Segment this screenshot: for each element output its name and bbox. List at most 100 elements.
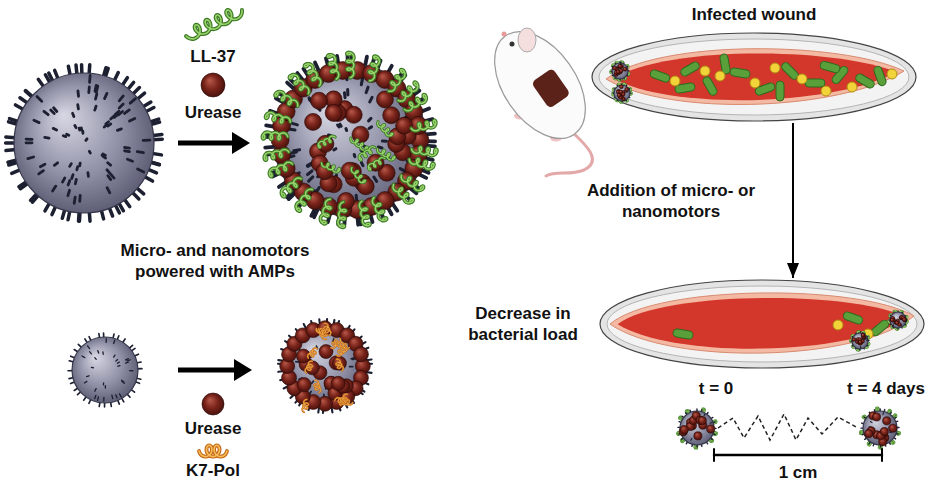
surface-spike bbox=[40, 164, 45, 166]
sphere-body bbox=[863, 411, 897, 445]
mouse-body bbox=[476, 15, 604, 155]
urease-enzyme bbox=[297, 378, 311, 392]
k7pol-polymer-highlight bbox=[316, 328, 328, 336]
ll37-peptide-highlight bbox=[389, 70, 405, 92]
surface-spike bbox=[37, 96, 42, 101]
urease-enzyme bbox=[625, 88, 629, 92]
surface-spike bbox=[88, 75, 91, 82]
ll37-peptide-highlight bbox=[351, 138, 368, 150]
surface-spike bbox=[78, 195, 81, 201]
sphere-body bbox=[612, 63, 628, 79]
ll37-icon bbox=[186, 10, 242, 39]
surface-spike bbox=[67, 134, 69, 135]
ll37-peptide bbox=[347, 52, 354, 77]
surface-spike bbox=[39, 171, 44, 174]
surface-spike bbox=[312, 381, 314, 383]
urease-enzyme bbox=[865, 430, 873, 438]
ll37-peptide-highlight bbox=[377, 149, 394, 160]
surface-spike bbox=[87, 375, 89, 377]
ll37-peptide-highlight bbox=[264, 149, 289, 160]
dish-figure bbox=[590, 31, 918, 123]
dish-figure bbox=[598, 278, 926, 370]
mouse-eye bbox=[510, 42, 515, 47]
ll37-peptide-highlight bbox=[369, 56, 379, 81]
surface-spike bbox=[366, 87, 368, 92]
surface-spike bbox=[116, 395, 117, 398]
urease-enzyme bbox=[880, 428, 888, 436]
mouse-tail bbox=[546, 132, 593, 176]
surface-spike bbox=[290, 152, 296, 153]
surface-spike bbox=[369, 127, 372, 129]
rod-bacterium bbox=[805, 79, 825, 87]
surface-spike bbox=[130, 119, 135, 122]
mini-nanomotor bbox=[612, 83, 632, 103]
wound-bed bbox=[618, 298, 907, 349]
k7pol-polymer bbox=[316, 328, 328, 336]
k7pol-polymer-highlight bbox=[199, 445, 227, 456]
coccus-bacterium bbox=[833, 320, 843, 330]
ll37-peptide bbox=[296, 189, 312, 211]
ll37-peptide-highlight bbox=[281, 178, 301, 197]
ll37-peptide-highlight bbox=[320, 199, 331, 224]
urease-enzyme bbox=[319, 345, 333, 359]
surface-spike bbox=[97, 351, 99, 353]
urease-enzyme bbox=[858, 340, 862, 344]
sphere-body bbox=[14, 73, 154, 213]
urease-enzyme bbox=[316, 163, 333, 180]
nanomotor-core bbox=[678, 409, 716, 447]
surface-spike bbox=[45, 136, 49, 139]
ll37-peptide bbox=[393, 185, 413, 203]
surface-spike bbox=[28, 157, 34, 159]
coccus-bacterium bbox=[770, 63, 780, 73]
mini-nanomotor bbox=[850, 331, 870, 351]
label-anchor: Urease bbox=[185, 418, 242, 439]
nanomotor-core bbox=[6, 65, 163, 222]
label-anchor: t = 0 bbox=[699, 378, 734, 399]
coccus-bacterium bbox=[887, 69, 897, 79]
figure-label: K7-Pol bbox=[186, 460, 240, 481]
surface-spike bbox=[130, 370, 133, 371]
surface-spike bbox=[91, 367, 93, 369]
urease-enzyme bbox=[694, 432, 702, 440]
ll37-peptide bbox=[409, 159, 434, 169]
ll37-peptide bbox=[289, 75, 309, 94]
urease-enzyme bbox=[858, 341, 862, 345]
dish-rim bbox=[592, 33, 916, 121]
surface-spike bbox=[102, 352, 104, 354]
urease-enzyme bbox=[332, 356, 346, 370]
ll37-peptide-highlight bbox=[368, 158, 385, 170]
k7pol-polymer-highlight bbox=[305, 361, 312, 373]
urease-enzyme bbox=[202, 393, 224, 415]
coccus-bacterium bbox=[715, 71, 725, 81]
sphere-body bbox=[283, 324, 367, 408]
ll37-peptide bbox=[304, 64, 320, 86]
rod-bacterium bbox=[873, 65, 887, 87]
wound-bed bbox=[613, 53, 896, 100]
urease-enzyme bbox=[852, 338, 856, 342]
urease-enzyme bbox=[345, 106, 362, 123]
ll37-peptide-highlight bbox=[318, 136, 335, 148]
surface-spike bbox=[75, 167, 79, 170]
ll37-peptide bbox=[389, 70, 405, 92]
mini-nanomotor bbox=[610, 61, 630, 81]
k7pol-polymer-highlight bbox=[336, 359, 343, 371]
surface-spike bbox=[84, 381, 86, 383]
surface-spike bbox=[125, 146, 130, 149]
coccus-bacterium bbox=[847, 82, 857, 92]
surface-spike bbox=[892, 325, 893, 326]
surface-spike bbox=[309, 177, 313, 181]
dish-heading: Infected wound bbox=[590, 4, 918, 25]
surface-spike bbox=[118, 365, 120, 367]
surface-spike bbox=[107, 188, 110, 193]
urease-enzyme bbox=[618, 64, 622, 68]
k7pol-polymer bbox=[335, 398, 348, 403]
ll37-peptide bbox=[266, 113, 291, 123]
flow-arrow bbox=[792, 123, 794, 278]
surface-spike bbox=[334, 149, 336, 150]
surface-spike bbox=[70, 164, 72, 167]
urease-enzyme bbox=[367, 154, 384, 171]
surface-spike bbox=[90, 352, 92, 354]
surface-spike bbox=[96, 94, 97, 99]
urease-enzyme bbox=[902, 318, 906, 322]
figure-label: 1 cm bbox=[779, 462, 818, 483]
